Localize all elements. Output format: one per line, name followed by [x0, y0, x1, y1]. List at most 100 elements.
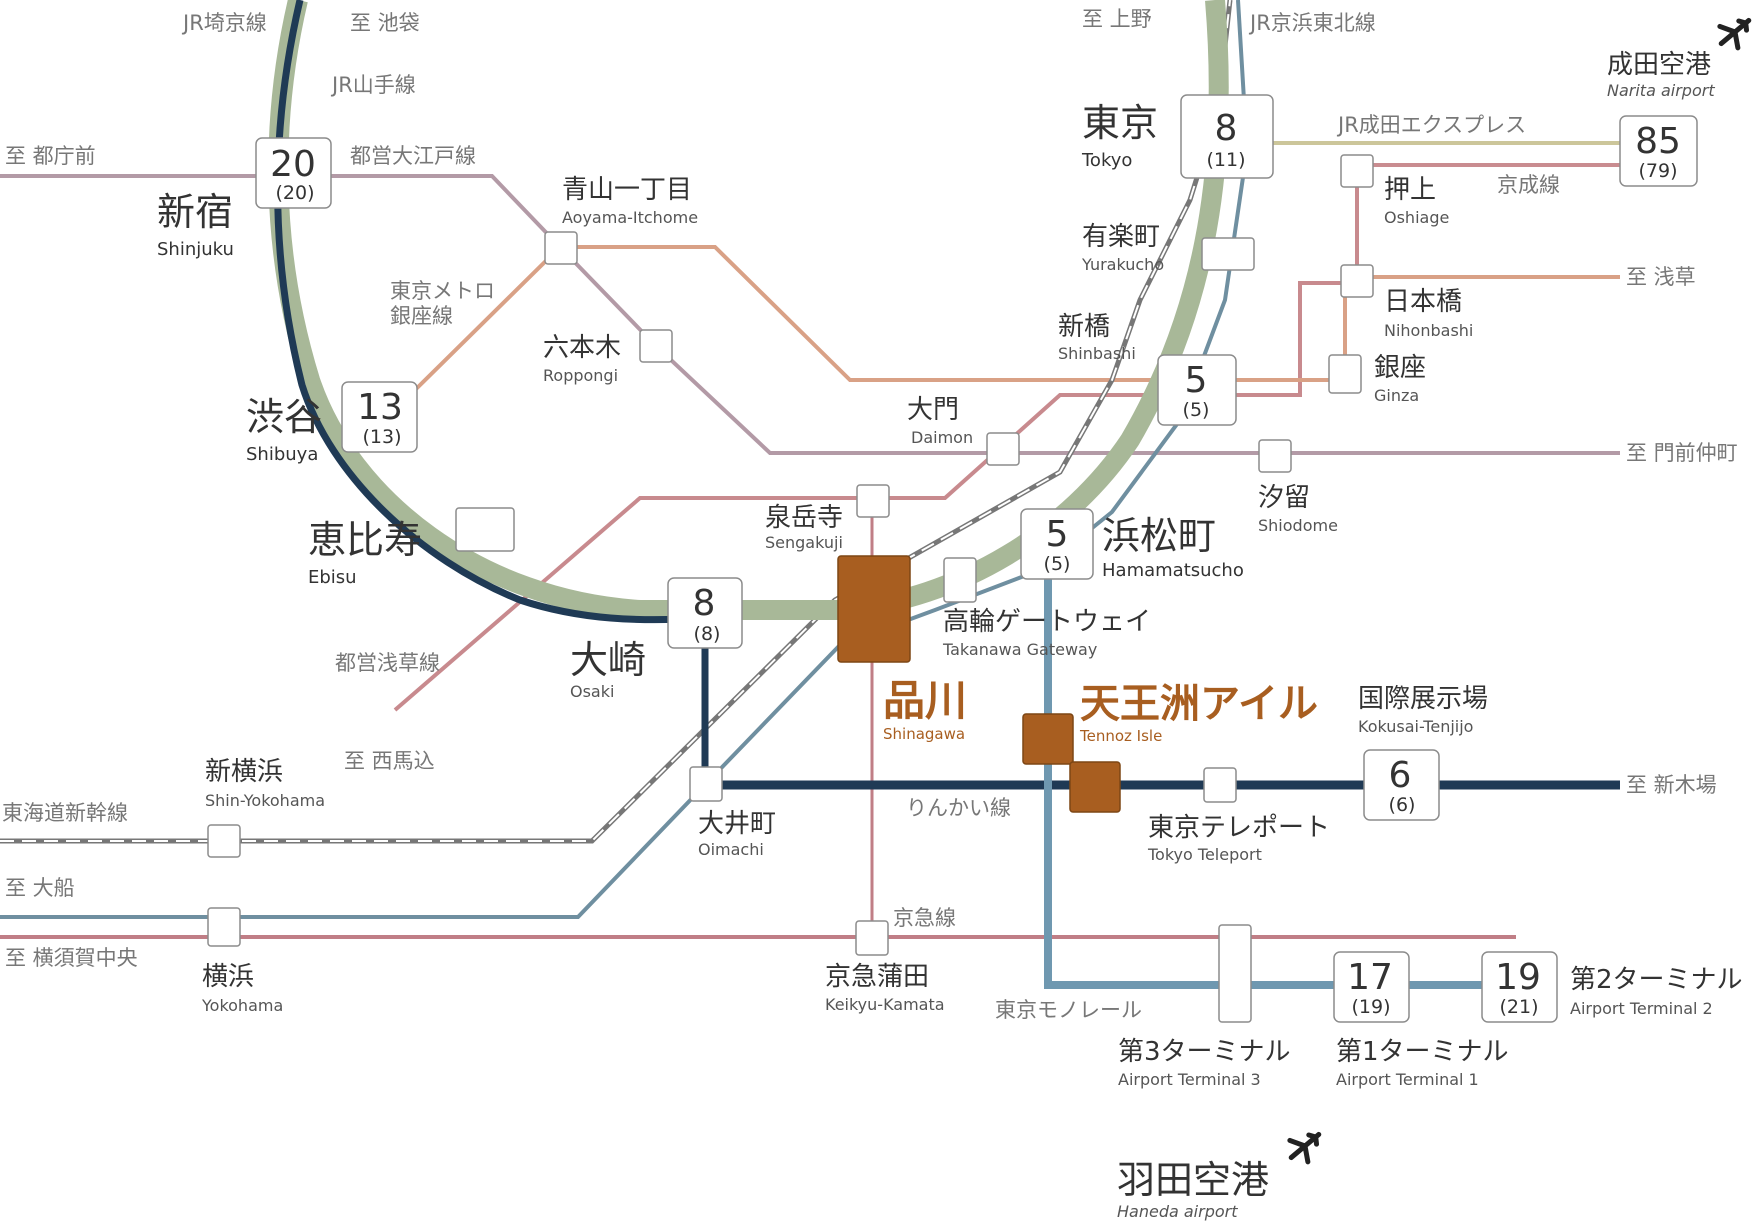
shiodome-name: 汐留: [1258, 483, 1310, 513]
keikyu-line-label: 京急線: [893, 906, 956, 930]
terminal-2-name: 第2ターミナル: [1570, 965, 1743, 995]
shinjuku-time-sub: (20): [275, 182, 314, 204]
aoyama-name: 青山一丁目: [562, 175, 692, 205]
terminal-2-time-box[interactable]: 19 (21): [1481, 951, 1558, 1023]
shinjuku-time: 20: [270, 144, 316, 185]
shinjuku-name: 新宿: [157, 190, 233, 234]
yurakucho-name: 有楽町: [1082, 222, 1160, 252]
kokusai-time-sub: (6): [1389, 794, 1416, 816]
oedo-line-label: 都営大江戸線: [350, 144, 476, 168]
yokohama-name-en: Yokohama: [201, 996, 283, 1015]
oedo-line: [0, 174, 1620, 455]
roppongi-marker[interactable]: [639, 329, 673, 363]
tennoz-marker-lower[interactable]: [1069, 761, 1121, 813]
takanawa-name-en: Takanawa Gateway: [942, 640, 1097, 659]
oimachi-name-en: Oimachi: [698, 840, 764, 859]
narita-name-en: Narita airport: [1607, 81, 1715, 100]
yamanote-line-label: JR山手線: [330, 73, 416, 97]
aoyama-name-en: Aoyama-Itchome: [562, 208, 698, 227]
dir-shinkiba: 至 新木場: [1626, 773, 1717, 797]
oshiage-marker[interactable]: [1340, 154, 1374, 188]
kokusai-time-box[interactable]: 6 (6): [1363, 749, 1440, 821]
shinagawa-name: 品川: [883, 676, 967, 725]
dir-asakusa: 至 浅草: [1626, 265, 1696, 289]
takanawa-marker[interactable]: [943, 557, 977, 603]
yokohama-name: 横浜: [202, 962, 254, 992]
kokusai-name-en: Kokusai-Tenjijo: [1358, 717, 1473, 736]
tokyo-name-en: Tokyo: [1081, 150, 1132, 171]
nihonbashi-marker[interactable]: [1340, 264, 1374, 298]
yurakucho-marker[interactable]: [1201, 237, 1255, 271]
dir-monzen-nakacho: 至 門前仲町: [1626, 441, 1738, 465]
narita-name: 成田空港: [1607, 50, 1711, 80]
shibuya-name-en: Shibuya: [246, 444, 318, 465]
tokyo-time: 8: [1215, 108, 1238, 149]
shin-yokohama-marker[interactable]: [207, 824, 241, 858]
nihonbashi-name-en: Nihonbashi: [1384, 321, 1473, 340]
sengakuji-name-en: Sengakuji: [765, 533, 843, 552]
keikyu-kamata-name-en: Keikyu-Kamata: [825, 995, 945, 1014]
daimon-marker[interactable]: [986, 432, 1020, 466]
tokyo-teleport-name: 東京テレポート: [1148, 813, 1330, 843]
ginza-line-label-a: 東京メトロ: [390, 279, 495, 303]
asakusa-line-label: 都営浅草線: [335, 651, 440, 675]
oimachi-name: 大井町: [698, 809, 776, 839]
osaki-time-sub: (8): [694, 623, 721, 645]
ebisu-marker[interactable]: [455, 507, 515, 552]
daimon-name-en: Daimon: [911, 428, 973, 447]
yokohama-marker[interactable]: [207, 907, 241, 947]
aoyama-itchome-marker[interactable]: [544, 231, 578, 265]
airplane-icon: [1717, 17, 1752, 51]
shin-yokohama-name: 新横浜: [205, 757, 283, 787]
osaki-time: 8: [693, 583, 716, 624]
shinbashi-name-en: Shinbashi: [1058, 344, 1136, 363]
ebisu-name: 恵比寿: [308, 518, 422, 562]
sengakuji-marker[interactable]: [856, 484, 890, 518]
airplane-icon: [1287, 1131, 1322, 1165]
narita-time: 85: [1635, 121, 1681, 162]
sengakuji-name: 泉岳寺: [765, 503, 843, 533]
oshiage-name: 押上: [1384, 175, 1436, 205]
shiodome-marker[interactable]: [1258, 439, 1292, 473]
ginza-line-label-b: 銀座線: [390, 304, 453, 328]
tokyo-teleport-marker[interactable]: [1203, 767, 1237, 803]
shinbashi-time-box[interactable]: 5 (5): [1157, 354, 1237, 426]
keihin-line-label: JR京浜東北線: [1248, 11, 1376, 35]
ginza-name-en: Ginza: [1374, 386, 1419, 405]
rinkai-line-label: りんかい線: [906, 796, 1011, 820]
narita-express-label: JR成田エクスプレス: [1336, 113, 1526, 137]
keihin-tohoku-line: [0, 0, 1250, 919]
shibuya-time-box[interactable]: 13 (13): [341, 381, 418, 453]
dir-nishimagome: 至 西馬込: [344, 749, 435, 773]
osaki-time-box[interactable]: 8 (8): [667, 577, 743, 649]
terminal-3-marker[interactable]: [1218, 924, 1252, 1023]
hamamatsucho-time-box[interactable]: 5 (5): [1020, 508, 1094, 580]
dir-yokosuka-chuo: 至 横須賀中央: [5, 946, 138, 970]
nihonbashi-name: 日本橋: [1384, 287, 1462, 317]
oimachi-marker[interactable]: [689, 766, 723, 802]
terminal-1-time-sub: (19): [1351, 996, 1390, 1018]
tennoz-name-en: Tennoz Isle: [1079, 727, 1162, 745]
shinagawa-marker[interactable]: [837, 555, 911, 663]
shinjuku-time-box[interactable]: 20 (20): [255, 137, 332, 209]
shibuya-time-sub: (13): [362, 426, 401, 448]
saikyo-line-label: JR埼京線: [181, 11, 267, 35]
shinjuku-name-en: Shinjuku: [157, 239, 234, 260]
keikyu-kamata-marker[interactable]: [855, 920, 889, 956]
narita-time-box[interactable]: 85 (79): [1619, 115, 1698, 187]
terminal-1-time-box[interactable]: 17 (19): [1333, 951, 1410, 1023]
terminal-1-name: 第1ターミナル: [1336, 1037, 1509, 1067]
shiodome-name-en: Shiodome: [1258, 516, 1338, 535]
hamamatsucho-name-en: Hamamatsucho: [1102, 560, 1244, 581]
ginza-marker[interactable]: [1328, 354, 1362, 394]
tokyo-time-box[interactable]: 8 (11): [1180, 94, 1274, 179]
hamamatsucho-name: 浜松町: [1102, 514, 1216, 558]
haneda-name: 羽田空港: [1117, 1158, 1269, 1202]
tokyo-name: 東京: [1082, 101, 1158, 145]
haneda-name-en: Haneda airport: [1117, 1202, 1238, 1221]
narita-time-sub: (79): [1638, 160, 1677, 182]
tokaido-line-label: 東海道新幹線: [2, 801, 128, 825]
tennoz-marker-upper[interactable]: [1022, 713, 1074, 765]
tennoz-name: 天王洲アイル: [1080, 681, 1318, 727]
